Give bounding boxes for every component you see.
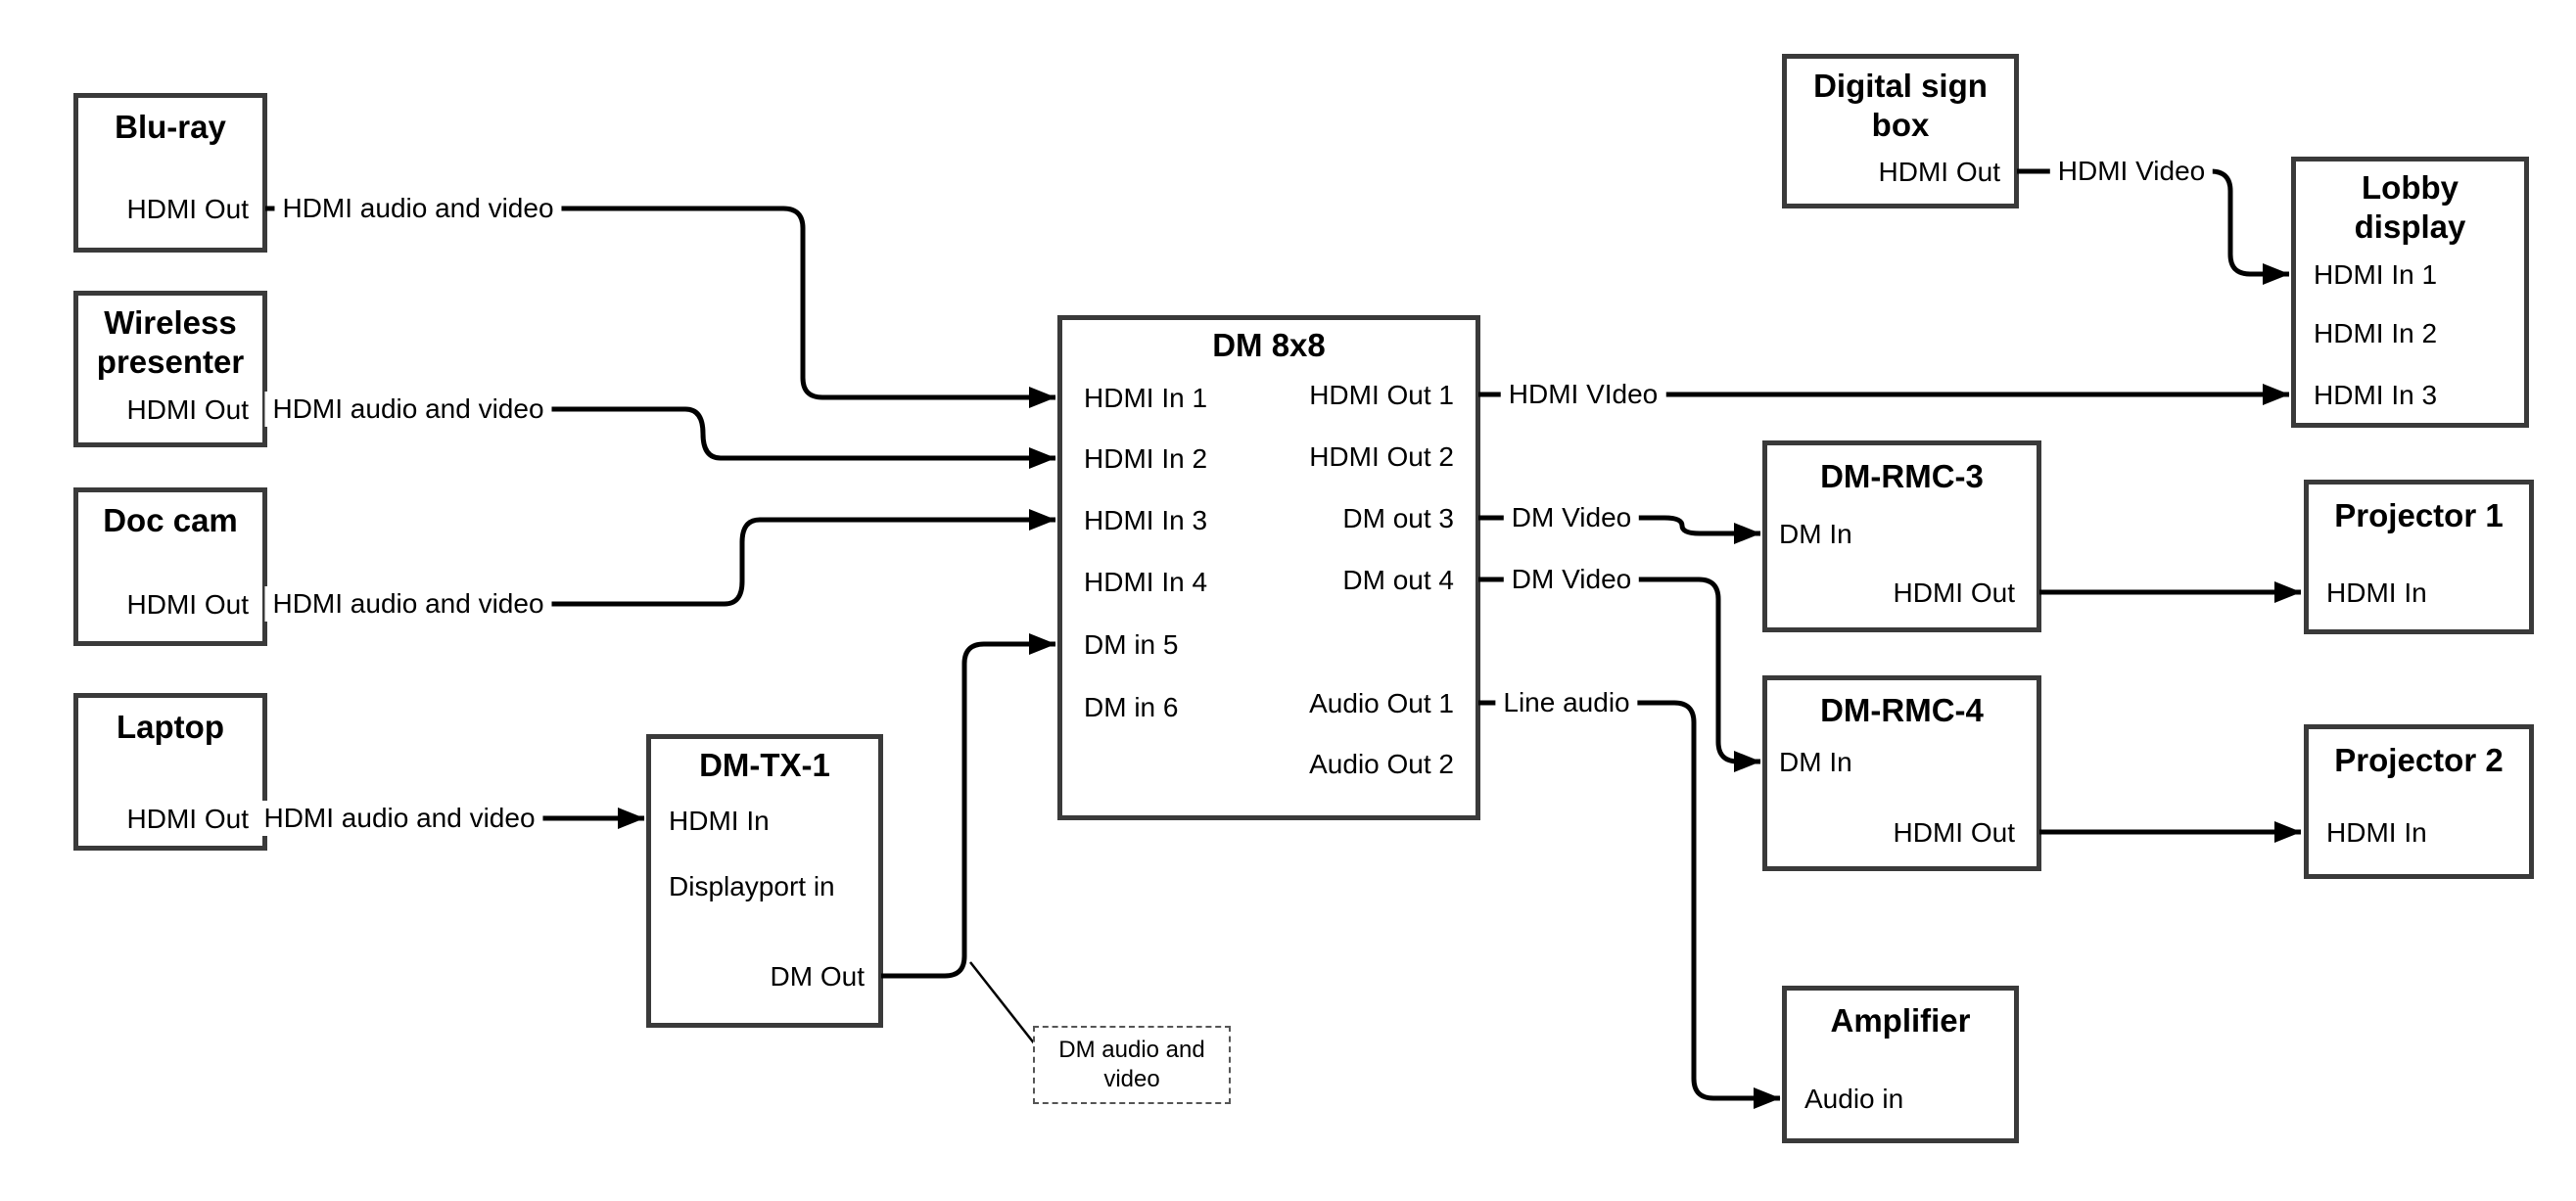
wire-dmtx1-to-dm8x8-in5: [881, 632, 1056, 979]
edge-label-laptop: HDMI audio and video: [256, 801, 543, 836]
node-dm-8x8: DM 8x8 HDMI In 1 HDMI In 2 HDMI In 3 HDM…: [1057, 315, 1480, 820]
node-dm-rmc-4: DM-RMC-4 DM In HDMI Out: [1762, 675, 2041, 871]
node-wireless-presenter-title: Wireless presenter: [96, 304, 245, 380]
port-dm8x8-dm-out-4: DM out 4: [1342, 565, 1454, 595]
port-dm8x8-hdmi-in-1: HDMI In 1: [1084, 383, 1208, 413]
wire-dm8x8-out4-to-dmrmc4: [1478, 577, 1761, 772]
port-proj2-hdmi-in: HDMI In: [2326, 817, 2427, 848]
node-dm-rmc-3: DM-RMC-3 DM In HDMI Out: [1762, 440, 2041, 632]
port-dm8x8-dm-out-3: DM out 3: [1342, 503, 1454, 533]
node-dm-rmc-4-title: DM-RMC-4: [1820, 692, 1984, 728]
node-dm-rmc-3-title: DM-RMC-3: [1820, 458, 1984, 494]
edge-label-bluray: HDMI audio and video: [274, 191, 562, 226]
node-projector-1: Projector 1 HDMI In: [2304, 480, 2534, 634]
port-dm8x8-audio-out-2: Audio Out 2: [1309, 749, 1454, 779]
port-dmtx1-hdmi-in: HDMI In: [669, 806, 770, 836]
port-laptop-hdmi-out: HDMI Out: [126, 804, 249, 834]
node-dm-tx-1: DM-TX-1 HDMI In Displayport in DM Out: [646, 734, 883, 1028]
node-bluray: Blu-ray HDMI Out: [73, 93, 267, 253]
edge-label-hdmi-video-out1: HDMI VIdeo: [1500, 377, 1666, 412]
node-digital-sign-box-title: Digital sign box: [1813, 68, 1988, 143]
port-dm8x8-hdmi-in-2: HDMI In 2: [1084, 443, 1208, 474]
port-bluray-hdmi-out: HDMI Out: [126, 194, 249, 224]
port-dmrmc4-dm-in: DM In: [1779, 747, 1852, 777]
node-projector-2: Projector 2 HDMI In: [2304, 724, 2534, 879]
port-digitalsign-hdmi-out: HDMI Out: [1878, 157, 2000, 187]
wire-bluray-to-dm8x8-in1: [265, 206, 1056, 408]
port-dmtx1-dm-out: DM Out: [770, 961, 865, 992]
edge-label-doccam: HDMI audio and video: [264, 586, 552, 622]
edge-label-dm-video-out3: DM Video: [1503, 500, 1640, 535]
port-dm8x8-dm-in-5: DM in 5: [1084, 629, 1179, 660]
edge-label-digitalsign: HDMI Video: [2049, 154, 2214, 189]
node-dm-tx-1-title: DM-TX-1: [699, 747, 830, 783]
port-dm8x8-hdmi-in-3: HDMI In 3: [1084, 505, 1208, 535]
port-wireless-hdmi-out: HDMI Out: [126, 394, 249, 425]
port-dmrmc3-dm-in: DM In: [1779, 519, 1852, 549]
node-projector-1-title: Projector 1: [2334, 497, 2504, 533]
node-amplifier-title: Amplifier: [1830, 1002, 1971, 1039]
node-digital-sign-box: Digital sign box HDMI Out: [1782, 54, 2019, 208]
callout-text: DM audio and video: [1058, 1037, 1205, 1092]
node-amplifier: Amplifier Audio in: [1782, 986, 2019, 1143]
node-projector-2-title: Projector 2: [2334, 742, 2504, 778]
node-dm-8x8-title: DM 8x8: [1212, 327, 1326, 363]
edge-label-wireless: HDMI audio and video: [264, 392, 552, 427]
port-dmrmc4-hdmi-out: HDMI Out: [1893, 817, 2015, 848]
port-dmrmc3-hdmi-out: HDMI Out: [1893, 577, 2015, 608]
port-dm8x8-hdmi-in-4: HDMI In 4: [1084, 567, 1208, 597]
port-dm8x8-audio-out-1: Audio Out 1: [1309, 688, 1454, 718]
wire-dm8x8-audio1-to-amp: [1478, 700, 1781, 1109]
port-lobby-hdmi-in-2: HDMI In 2: [2314, 318, 2438, 348]
node-wireless-presenter: Wireless presenter HDMI Out: [73, 291, 267, 447]
node-lobby-display-title: Lobby display: [2354, 169, 2466, 245]
port-doccam-hdmi-out: HDMI Out: [126, 589, 249, 620]
port-dm8x8-hdmi-out-2: HDMI Out 2: [1309, 441, 1454, 472]
port-lobby-hdmi-in-1: HDMI In 1: [2314, 259, 2438, 290]
port-dm8x8-dm-in-6: DM in 6: [1084, 692, 1179, 722]
node-doc-cam-title: Doc cam: [103, 502, 238, 538]
node-laptop: Laptop HDMI Out: [73, 693, 267, 851]
port-amp-audio-in: Audio in: [1804, 1084, 1904, 1114]
port-lobby-hdmi-in-3: HDMI In 3: [2314, 380, 2438, 410]
node-bluray-title: Blu-ray: [115, 109, 226, 145]
edge-label-line-audio: Line audio: [1495, 685, 1638, 720]
node-laptop-title: Laptop: [117, 709, 224, 745]
port-dmtx1-displayport-in: Displayport in: [669, 871, 835, 901]
callout-dm-audio-and-video: DM audio and video: [1033, 1026, 1231, 1104]
callout-leader-line: [969, 961, 1036, 1045]
node-lobby-display: Lobby display HDMI In 1 HDMI In 2 HDMI I…: [2291, 157, 2529, 428]
port-dm8x8-hdmi-out-1: HDMI Out 1: [1309, 380, 1454, 410]
edge-label-dm-video-out4: DM Video: [1503, 562, 1640, 597]
port-proj1-hdmi-in: HDMI In: [2326, 577, 2427, 608]
node-doc-cam: Doc cam HDMI Out: [73, 487, 267, 646]
